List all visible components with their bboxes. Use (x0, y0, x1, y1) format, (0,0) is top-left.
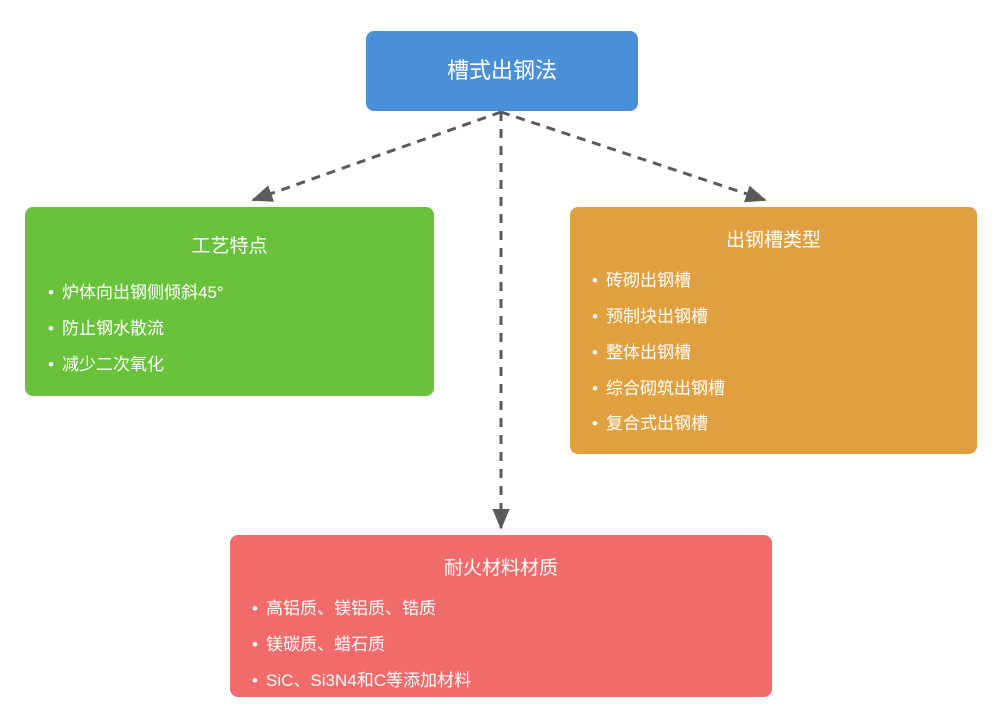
list-item: • 镁碳质、蜡石质 (252, 634, 772, 657)
list-item: • 复合式出钢槽 (592, 413, 977, 436)
bullet-icon: • (592, 342, 598, 362)
node-tap-spout-types[interactable]: 出钢槽类型 • 砖砌出钢槽 • 预制块出钢槽 • 整体出钢槽 • 综合砌筑出钢槽… (570, 207, 977, 454)
node-root[interactable]: 槽式出钢法 (366, 31, 638, 111)
node-tap-spout-types-title: 出钢槽类型 (725, 230, 821, 251)
node-tap-spout-types-list: • 砖砌出钢槽 • 预制块出钢槽 • 整体出钢槽 • 综合砌筑出钢槽 • 复合式… (570, 270, 977, 437)
connector-root-to-types (500, 110, 767, 203)
node-root-title: 槽式出钢法 (446, 57, 557, 83)
list-item-label: 整体出钢槽 (606, 342, 691, 362)
node-process-features[interactable]: 工艺特点 • 炉体向出钢侧倾斜45° • 防止钢水散流 • 减少二次氧化 (25, 207, 434, 396)
list-item-label: 减少二次氧化 (62, 354, 164, 374)
list-item: • 炉体向出钢侧倾斜45° (48, 282, 434, 305)
list-item-label: 镁碳质、蜡石质 (266, 634, 385, 654)
list-item-label: 防止钢水散流 (62, 318, 164, 338)
list-item-label: 炉体向出钢侧倾斜45° (62, 282, 224, 302)
node-refractory-materials-list: • 高铝质、镁铝质、锆质 • 镁碳质、蜡石质 • SiC、Si3N4和C等添加材… (230, 598, 772, 693)
bullet-icon: • (252, 598, 258, 618)
bullet-icon: • (592, 414, 598, 434)
list-item: • 整体出钢槽 (592, 342, 977, 365)
bullet-icon: • (252, 634, 258, 654)
list-item-label: 综合砌筑出钢槽 (606, 378, 725, 398)
connector-root-to-features (251, 110, 502, 202)
bullet-icon: • (48, 282, 54, 302)
node-process-features-list: • 炉体向出钢侧倾斜45° • 防止钢水散流 • 减少二次氧化 (25, 282, 434, 377)
list-item: • 减少二次氧化 (48, 354, 434, 377)
list-item: • 综合砌筑出钢槽 (592, 378, 977, 401)
bullet-icon: • (252, 670, 258, 690)
node-process-features-title: 工艺特点 (191, 236, 268, 257)
list-item-label: 复合式出钢槽 (606, 414, 708, 434)
list-item: • 防止钢水散流 (48, 318, 434, 341)
list-item: • 预制块出钢槽 (592, 306, 977, 329)
bullet-icon: • (48, 318, 54, 338)
node-refractory-materials[interactable]: 耐火材料材质 • 高铝质、镁铝质、锆质 • 镁碳质、蜡石质 • SiC、Si3N… (230, 535, 772, 697)
list-item: • 砖砌出钢槽 (592, 270, 977, 293)
list-item-label: SiC、Si3N4和C等添加材料 (266, 670, 471, 690)
list-item: • 高铝质、镁铝质、锆质 (252, 598, 772, 621)
bullet-icon: • (48, 354, 54, 374)
bullet-icon: • (592, 306, 598, 326)
list-item: • SiC、Si3N4和C等添加材料 (252, 670, 772, 693)
list-item-label: 预制块出钢槽 (606, 306, 708, 326)
list-item-label: 砖砌出钢槽 (606, 270, 691, 290)
list-item-label: 高铝质、镁铝质、锆质 (266, 598, 436, 618)
bullet-icon: • (592, 378, 598, 398)
bullet-icon: • (592, 270, 598, 290)
node-refractory-materials-title: 耐火材料材质 (443, 558, 558, 579)
